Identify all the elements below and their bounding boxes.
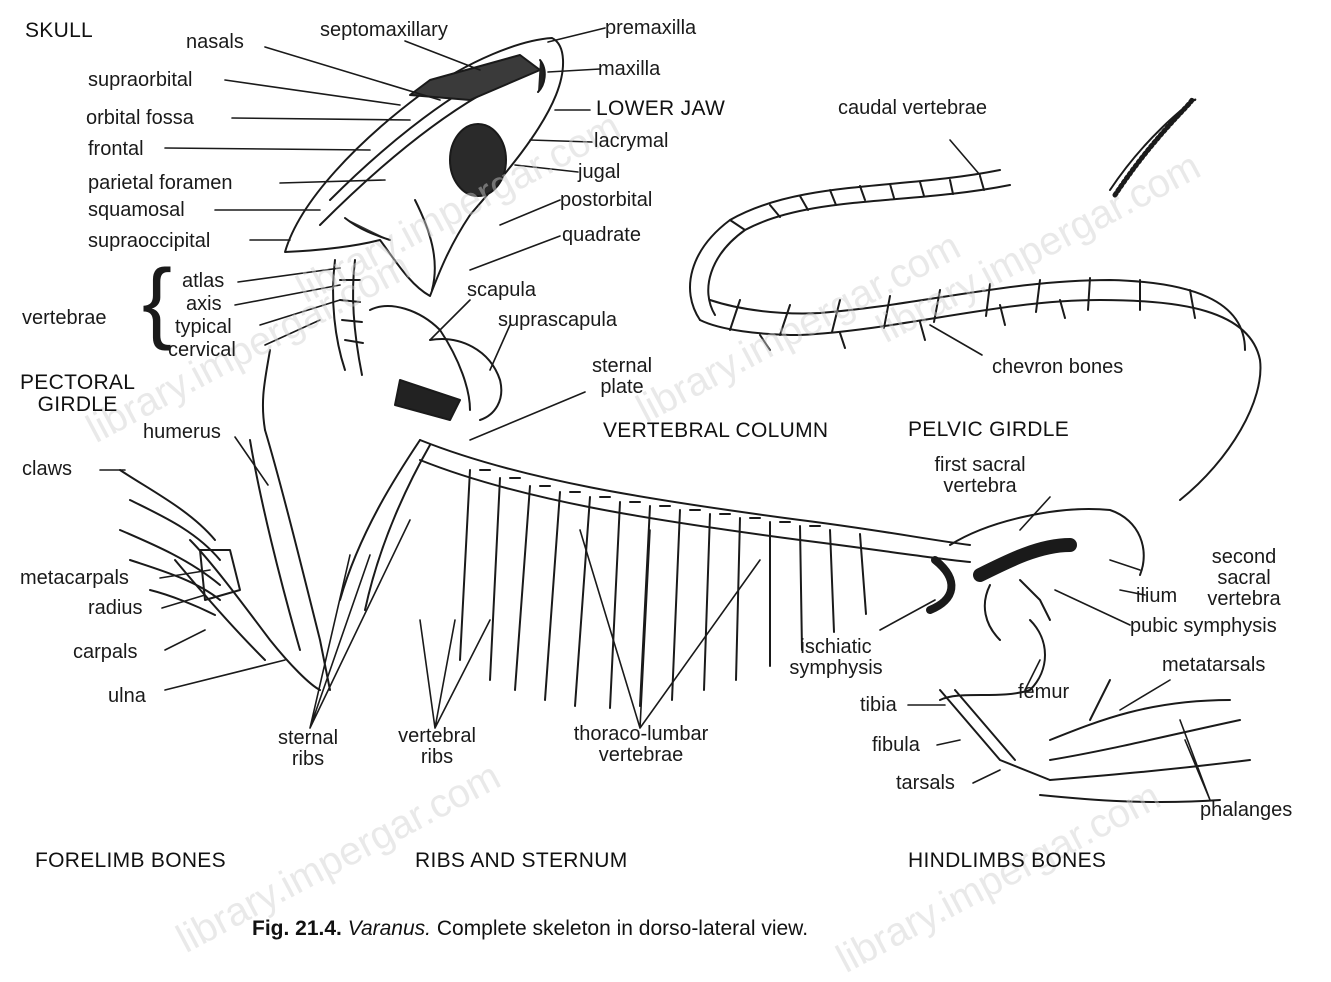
label-vertebral-ribs: vertebral ribs bbox=[398, 726, 476, 768]
section-skull: SKULL bbox=[25, 20, 93, 41]
label-metacarpals: metacarpals bbox=[20, 568, 129, 588]
label-caudal-vertebrae: caudal vertebrae bbox=[838, 98, 987, 118]
hindlimb-drawing bbox=[940, 620, 1250, 802]
forelimb-drawing bbox=[120, 430, 330, 690]
brace: { bbox=[142, 262, 172, 343]
label-sternal-plate: sternal plate bbox=[592, 356, 652, 398]
label-suprascapula: suprascapula bbox=[498, 310, 617, 330]
section-pectoral-girdle: PECTORAL GIRDLE bbox=[20, 372, 135, 416]
label-thoraco-lumbar-vertebrae: thoraco-lumbar vertebrae bbox=[574, 724, 709, 766]
label-supraoccipital: supraoccipital bbox=[88, 231, 210, 251]
label-ischiatic-symphysis: ischiatic symphysis bbox=[789, 637, 882, 679]
label-femur: femur bbox=[1018, 682, 1069, 702]
label-claws: claws bbox=[22, 459, 72, 479]
caption-genus: Varanus. bbox=[348, 917, 431, 940]
label-nasals: nasals bbox=[186, 32, 244, 52]
label-fibula: fibula bbox=[872, 735, 920, 755]
label-ilium: ilium bbox=[1136, 586, 1177, 606]
caption-text: Complete skeleton in dorso-lateral view. bbox=[437, 917, 808, 940]
label-jugal: jugal bbox=[578, 162, 620, 182]
label-first-sacral-vertebra: first sacral vertebra bbox=[934, 455, 1025, 497]
label-tarsals: tarsals bbox=[896, 773, 955, 793]
label-atlas: atlas bbox=[182, 271, 224, 291]
label-typical: typical bbox=[175, 317, 232, 337]
label-humerus: humerus bbox=[143, 422, 221, 442]
varanus-skeleton-diagram: library.impergar.com library.impergar.co… bbox=[0, 0, 1331, 951]
section-hindlimbs-bones: HINDLIMBS BONES bbox=[908, 850, 1106, 871]
label-postorbital: postorbital bbox=[560, 190, 652, 210]
label-parietal-foramen: parietal foramen bbox=[88, 173, 233, 193]
section-pelvic-girdle: PELVIC GIRDLE bbox=[908, 419, 1069, 440]
label-tibia: tibia bbox=[860, 695, 897, 715]
label-septomaxillary: septomaxillary bbox=[320, 20, 448, 40]
caption-fig-number: Fig. 21.4. bbox=[252, 917, 342, 940]
label-quadrate: quadrate bbox=[562, 225, 641, 245]
section-vertebral-column: VERTEBRAL COLUMN bbox=[603, 420, 828, 441]
label-pubic-symphysis: pubic symphysis bbox=[1130, 616, 1277, 636]
pelvic-girdle-drawing bbox=[930, 509, 1144, 640]
label-sternal-ribs: sternal ribs bbox=[278, 728, 338, 770]
label-radius: radius bbox=[88, 598, 142, 618]
label-second-sacral-vertebra: second sacral vertebra bbox=[1201, 547, 1288, 610]
label-metatarsals: metatarsals bbox=[1162, 655, 1265, 675]
label-vertebrae: vertebrae bbox=[22, 308, 107, 328]
label-supraorbital: supraorbital bbox=[88, 70, 193, 90]
label-cervical: cervical bbox=[168, 340, 236, 360]
label-ulna: ulna bbox=[108, 686, 146, 706]
label-frontal: frontal bbox=[88, 139, 144, 159]
label-lacrymal: lacrymal bbox=[594, 131, 668, 151]
label-premaxilla: premaxilla bbox=[605, 18, 696, 38]
label-chevron-bones: chevron bones bbox=[992, 357, 1123, 377]
label-maxilla: maxilla bbox=[598, 59, 660, 79]
label-squamosal: squamosal bbox=[88, 200, 185, 220]
figure-caption: Fig. 21.4. Varanus. Complete skeleton in… bbox=[252, 917, 808, 941]
label-phalanges: phalanges bbox=[1200, 800, 1292, 820]
label-scapula: scapula bbox=[467, 280, 536, 300]
section-lower-jaw: LOWER JAW bbox=[596, 98, 725, 119]
label-axis: axis bbox=[186, 294, 222, 314]
label-carpals: carpals bbox=[73, 642, 137, 662]
label-orbital-fossa: orbital fossa bbox=[86, 108, 194, 128]
section-ribs-and-sternum: RIBS AND STERNUM bbox=[415, 850, 628, 871]
section-forelimb-bones: FORELIMB BONES bbox=[35, 850, 226, 871]
